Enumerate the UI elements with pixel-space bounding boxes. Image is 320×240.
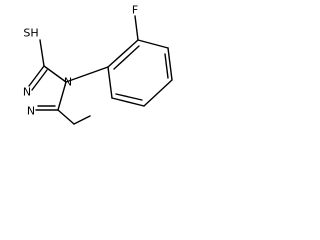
triazole-n-aryl-label: N	[64, 76, 72, 89]
triazole-n-bottom-label: N	[27, 105, 35, 118]
benzene-bond-1	[107, 39, 139, 68]
benzene-bond-5	[111, 97, 145, 107]
bond-c5-methyl	[57, 109, 75, 125]
bond-c3-sh	[39, 39, 45, 67]
bond-c3-n4	[43, 65, 67, 83]
benzene-bond-2	[137, 39, 169, 49]
bond-n4-aryl	[65, 66, 109, 83]
benzene-bond-6	[107, 66, 113, 99]
methyl-bond	[73, 115, 91, 125]
benzene-double-1	[113, 45, 140, 70]
benzene-bond-4	[143, 79, 173, 107]
fluorine-label: F	[132, 4, 138, 17]
benzene-double-3	[115, 93, 143, 101]
benzene-double-2	[164, 53, 169, 79]
molecule-structure: SH F N N N	[23, 4, 173, 125]
bond-c-f	[134, 15, 139, 41]
bond-n4-c5	[57, 81, 67, 111]
bond-n2-c3	[28, 65, 45, 87]
bond-n2-c3-inner	[31, 69, 48, 91]
benzene-bond-3	[167, 47, 173, 81]
triazole-n-top-label: N	[23, 86, 31, 99]
thiol-label: SH	[23, 27, 38, 40]
